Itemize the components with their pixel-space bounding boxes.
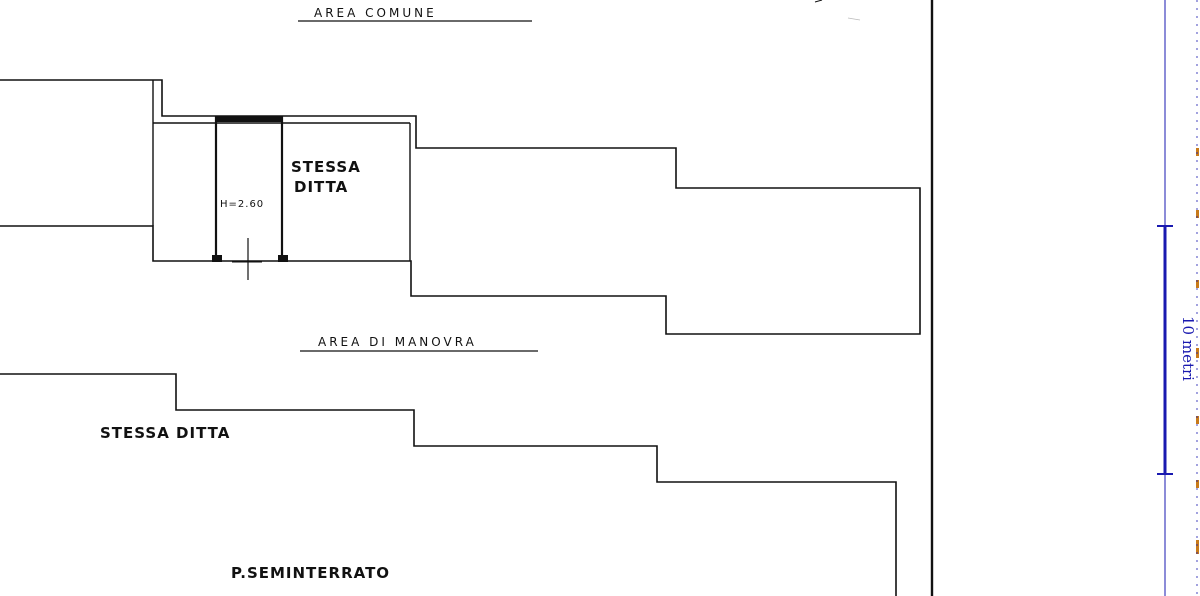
garage-pillar-left bbox=[212, 255, 222, 262]
garage-beam bbox=[216, 116, 282, 122]
edge-mark bbox=[1196, 416, 1199, 424]
edge-mark bbox=[1196, 148, 1199, 156]
edge-mark bbox=[1196, 280, 1199, 288]
height-note: H=2.60 bbox=[220, 199, 264, 210]
floor-name-label: P.SEMINTERRATO bbox=[231, 564, 390, 582]
stessa-ditta-lower-label: STESSA DITTA bbox=[100, 424, 230, 442]
scale-bar-label: 10 metri bbox=[1179, 316, 1197, 381]
stessa-ditta-label-line1: STESSA bbox=[291, 158, 361, 176]
edge-mark bbox=[1196, 210, 1199, 218]
edge-mark bbox=[1196, 540, 1199, 554]
edge-marks bbox=[1196, 148, 1199, 554]
area-comune-label: AREA COMUNE bbox=[314, 6, 437, 20]
sketch-stroke bbox=[847, 17, 861, 21]
lower-wall-outline bbox=[0, 373, 897, 596]
edge-mark bbox=[1196, 348, 1199, 358]
upper-wall-outline bbox=[0, 79, 921, 335]
stessa-ditta-label-line2: DITTA bbox=[294, 178, 348, 196]
sketch-stroke bbox=[814, 0, 823, 3]
area-di-manovra-label: AREA DI MANOVRA bbox=[318, 335, 477, 349]
garage-pillar-right bbox=[278, 255, 288, 262]
edge-mark bbox=[1196, 480, 1199, 488]
